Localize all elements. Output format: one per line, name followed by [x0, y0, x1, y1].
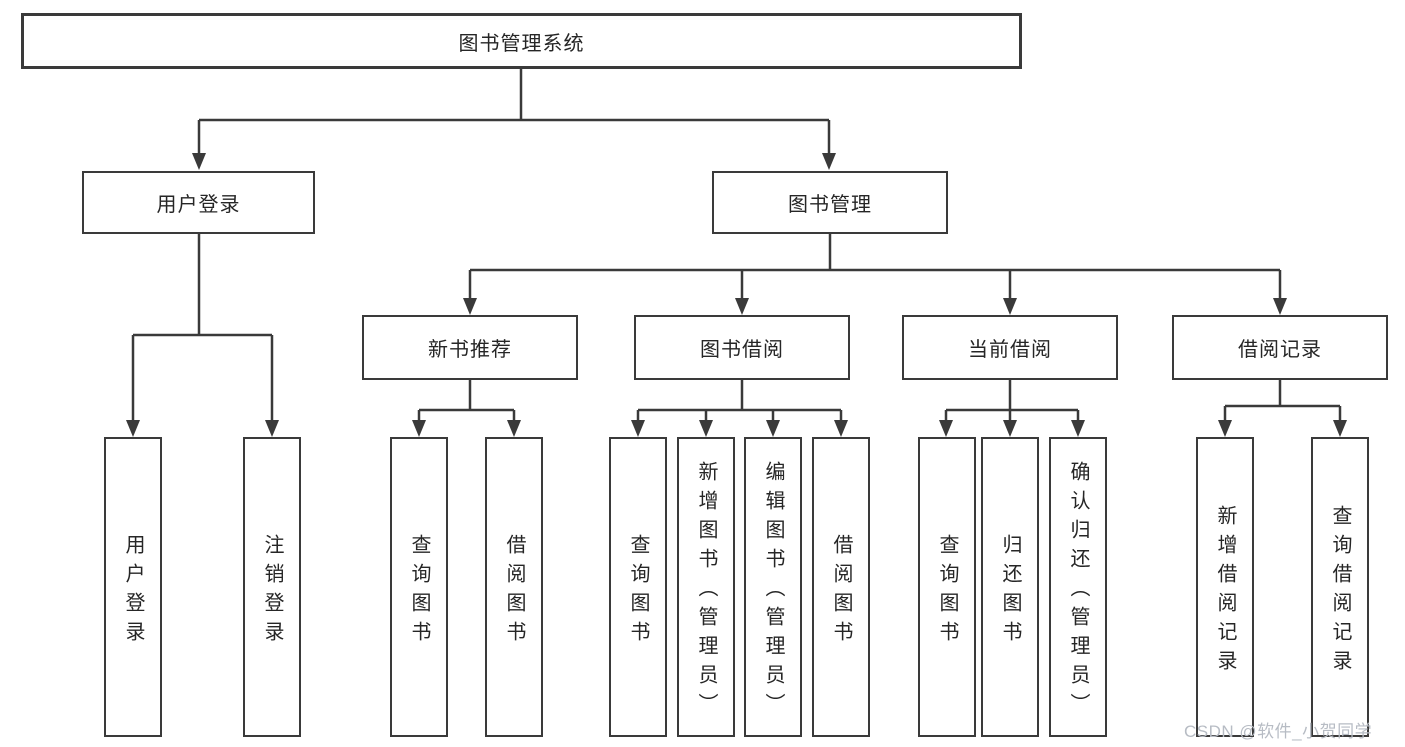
leaf-user-login-label: 用户登录	[122, 533, 144, 650]
leaf-query-books-current-label: 查询图书	[936, 533, 958, 650]
leaf-query-borrow-record-label: 查询借阅记录	[1329, 504, 1351, 679]
leaf-confirm-return-admin: 确认归还（管理员）	[1049, 437, 1107, 737]
leaf-add-book-admin-label: 新增图书（管理员）	[695, 461, 717, 722]
node-borrow-records: 借阅记录	[1172, 315, 1388, 380]
leaf-query-books-borrow-label: 查询图书	[627, 533, 649, 650]
leaf-edit-book-admin-label: 编辑图书（管理员）	[762, 461, 784, 722]
leaf-return-book: 归还图书	[981, 437, 1039, 737]
node-current-borrow-label: 当前借阅	[968, 339, 1052, 361]
leaf-query-borrow-record: 查询借阅记录	[1311, 437, 1369, 737]
leaf-query-books-borrow: 查询图书	[609, 437, 667, 737]
node-borrow-records-label: 借阅记录	[1238, 339, 1322, 361]
leaf-query-books-current: 查询图书	[918, 437, 976, 737]
node-user-login: 用户登录	[82, 171, 315, 234]
leaf-logout-label: 注销登录	[261, 533, 283, 650]
leaf-confirm-return-admin-label: 确认归还（管理员）	[1067, 461, 1089, 722]
node-book-borrow: 图书借阅	[634, 315, 850, 380]
leaf-add-book-admin: 新增图书（管理员）	[677, 437, 735, 737]
leaf-add-borrow-record: 新增借阅记录	[1196, 437, 1254, 737]
leaf-return-book-label: 归还图书	[999, 533, 1021, 650]
node-new-book-recommend: 新书推荐	[362, 315, 578, 380]
node-new-book-recommend-label: 新书推荐	[428, 339, 512, 361]
node-current-borrow: 当前借阅	[902, 315, 1118, 380]
arrowheads	[126, 153, 1347, 437]
node-root-label: 图书管理系统	[458, 32, 585, 55]
leaf-borrow-books-recommend: 借阅图书	[485, 437, 543, 737]
node-book-management: 图书管理	[712, 171, 948, 234]
node-user-login-label: 用户登录	[156, 194, 241, 216]
csdn-watermark: CSDN @软件_小贺同学	[1184, 722, 1373, 741]
leaf-edit-book-admin: 编辑图书（管理员）	[744, 437, 802, 737]
leaf-borrow-books-label: 借阅图书	[830, 533, 852, 650]
node-root: 图书管理系统	[21, 13, 1022, 69]
leaf-logout: 注销登录	[243, 437, 301, 737]
leaf-query-books-recommend: 查询图书	[390, 437, 448, 737]
node-book-borrow-label: 图书借阅	[700, 339, 784, 361]
leaf-user-login: 用户登录	[104, 437, 162, 737]
leaf-borrow-books-recommend-label: 借阅图书	[503, 533, 525, 650]
node-book-management-label: 图书管理	[788, 194, 872, 216]
leaf-add-borrow-record-label: 新增借阅记录	[1214, 504, 1236, 679]
leaf-query-books-recommend-label: 查询图书	[408, 533, 430, 650]
leaf-borrow-books: 借阅图书	[812, 437, 870, 737]
